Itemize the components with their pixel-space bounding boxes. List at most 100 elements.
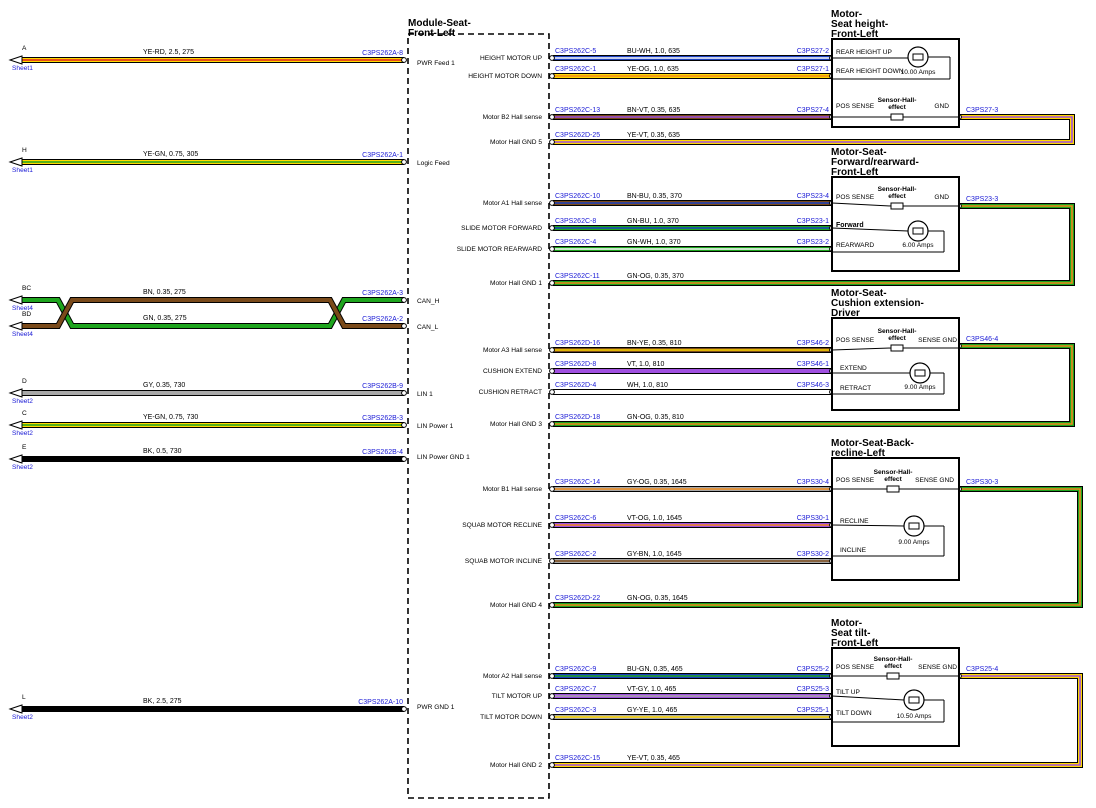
ground-return-3-stripe (553, 488, 1081, 606)
ground-return-3-base (553, 487, 1082, 607)
component-pin-label: POS SENSE (836, 103, 875, 110)
wire-id: D (22, 378, 27, 385)
pin-ring-icon (549, 225, 555, 231)
module-pin-label: TILT MOTOR DOWN (480, 714, 542, 721)
component-pin-label: Forward (836, 222, 864, 229)
component-pin-label: REAR HEIGHT DOWN (836, 68, 904, 75)
connector-id: C3PS262C-13 (555, 107, 600, 114)
component-box (831, 457, 960, 581)
wire-spec: YE-VT, 0.35, 635 (627, 132, 680, 139)
sensor-icon (890, 113, 904, 121)
connector-arrow-icon (8, 704, 23, 714)
component-title: recline-Left (831, 448, 886, 459)
component-box (831, 317, 960, 411)
wire-spec: GN, 0.35, 275 (143, 315, 187, 322)
connector-id: C3PS27-4 (797, 107, 829, 114)
connector-id: C3PS262A-1 (362, 152, 403, 159)
pin-ring-icon (549, 486, 555, 492)
module-pin-label: CAN_L (417, 324, 439, 331)
component-title: Motor-Seat- (831, 147, 887, 158)
sensor-label: effect (888, 335, 906, 342)
module-pin-label: HEIGHT MOTOR UP (480, 55, 543, 62)
component-pin-label: TILT DOWN (836, 710, 872, 717)
component-pin-label: POS SENSE (836, 194, 875, 201)
component-title: Cushion extension- (831, 298, 924, 309)
wire-spec: VT-OG, 1.0, 1645 (627, 515, 682, 522)
module-pin-label: LIN Power GND 1 (417, 454, 470, 461)
connector-id: C3PS27-2 (797, 48, 829, 55)
connector-id: C3PS262D-4 (555, 382, 596, 389)
connector-id: C3PS262C-8 (555, 218, 596, 225)
wire-spec: BU-GN, 0.35, 465 (627, 666, 683, 673)
ground-return-4-stripe (553, 675, 1081, 766)
motor-rating: 10.00 Amps (901, 69, 937, 76)
sensor-label: Sensor-Hall- (878, 186, 917, 193)
pin-ring-icon (549, 200, 555, 206)
component-title: Front-Left (831, 638, 879, 649)
pin-ring-icon (549, 368, 555, 374)
wire-spec: GN-WH, 1.0, 370 (627, 239, 681, 246)
connector-id: C3PS30-4 (797, 479, 829, 486)
motor-icon (907, 220, 929, 242)
component-pin-label: EXTEND (840, 365, 867, 372)
connector-id: C3PS23-4 (797, 193, 829, 200)
internal-line (831, 524, 905, 527)
component-title: Seat tilt- (831, 628, 870, 639)
motor-rating: 10.50 Amps (897, 713, 933, 720)
wire-id: H (22, 147, 27, 154)
wire-id: A (22, 45, 27, 52)
module-pin-label: TILT MOTOR UP (492, 693, 543, 700)
connector-arrow-icon (8, 420, 23, 430)
pin-ring-icon (549, 522, 555, 528)
wire-spec: GN-OG, 0.35, 370 (627, 273, 684, 280)
component-pin-label: SENSE GND (918, 337, 957, 344)
pin-ring-icon (549, 347, 555, 353)
pin-ring-icon (549, 602, 555, 608)
sensor-label: effect (884, 663, 902, 670)
motor-icon (907, 46, 929, 68)
pin-ring-icon (549, 114, 555, 120)
connector-id: C3PS262A-3 (362, 290, 403, 297)
internal-line (831, 202, 892, 207)
component-pin-label: REARWARD (836, 242, 874, 249)
pin-ring-icon (549, 714, 555, 720)
component-title: Driver (831, 308, 860, 319)
connector-id: C3PS262D-16 (555, 340, 600, 347)
wire-id: BD (22, 311, 31, 318)
connector-id: C3PS262C-6 (555, 515, 596, 522)
pin-ring-icon (549, 246, 555, 252)
component-pin-label: SENSE GND (918, 664, 957, 671)
sensor-icon (886, 672, 900, 680)
sensor-icon (886, 485, 900, 493)
component-title: Forward/rearward- (831, 157, 919, 168)
motor-rating: 6.00 Amps (902, 242, 934, 249)
wire-can-l-brown-stripe (22, 299, 404, 327)
wires-layer (8, 55, 1083, 768)
component-pin-label: GND (934, 194, 949, 201)
wire-id: E (22, 444, 27, 451)
wire-spec: WH, 1.0, 810 (627, 382, 668, 389)
pin-ring-icon (401, 422, 407, 428)
wire-spec: GY-YE, 1.0, 465 (627, 707, 677, 714)
pin-ring-icon (401, 57, 407, 63)
wire-spec: GN-OG, 0.35, 810 (627, 414, 684, 421)
ground-return-1-stripe (553, 205, 1073, 284)
module-pin-label: Motor B2 Hall sense (483, 114, 543, 121)
wire-can-h-green-outline (22, 297, 404, 329)
wire-can-l-brown-base (22, 298, 404, 328)
motor-icon (903, 689, 925, 711)
component-pin-label: SENSE GND (915, 477, 954, 484)
wire-spec: GY-BN, 1.0, 1645 (627, 551, 682, 558)
component-pin-label: RETRACT (840, 385, 871, 392)
connector-id: C3PS262C-7 (555, 686, 596, 693)
sheet-link: Sheet2 (12, 714, 33, 721)
pin-ring-icon (549, 73, 555, 79)
wire-spec: YE-GN, 0.75, 305 (143, 151, 198, 158)
sensor-label: Sensor-Hall- (874, 469, 913, 476)
pin-ring-icon (549, 762, 555, 768)
sheet-link: Sheet1 (12, 167, 33, 174)
wire-spec: YE-VT, 0.35, 465 (627, 755, 680, 762)
pin-ring-icon (549, 55, 555, 61)
connector-id: C3PS46-2 (797, 340, 829, 347)
